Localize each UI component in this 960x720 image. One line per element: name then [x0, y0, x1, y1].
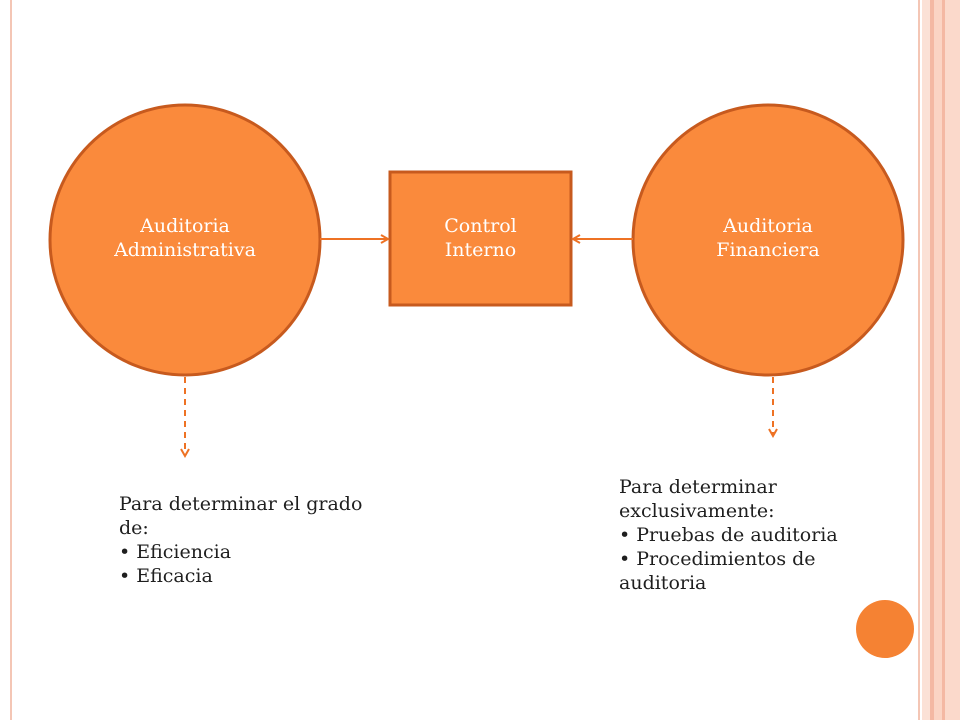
note-bullet: • Procedimientos de	[619, 548, 816, 570]
note-bullet: • Eficiencia	[119, 541, 232, 563]
note-text: Para determinar	[619, 476, 777, 498]
decorative-circle	[856, 600, 914, 658]
decorative-stripe	[934, 0, 942, 720]
label-control-interno: Control Interno	[390, 214, 571, 262]
label-line: Control	[444, 215, 517, 237]
label-line: Financiera	[716, 239, 820, 261]
label-line: Auditoria	[140, 215, 230, 237]
label-auditoria-administrativa: Auditoria Administrativa	[85, 214, 285, 262]
decorative-stripe	[922, 0, 930, 720]
slide-frame	[10, 0, 920, 720]
note-text: de:	[119, 517, 149, 539]
note-right: Para determinar exclusivamente: • Prueba…	[619, 475, 909, 595]
label-line: Auditoria	[723, 215, 813, 237]
decorative-stripe	[945, 0, 960, 720]
label-line: Administrativa	[114, 239, 256, 261]
note-bullet: • Pruebas de auditoria	[619, 524, 838, 546]
label-line: Interno	[444, 239, 517, 261]
note-text: auditoria	[619, 572, 707, 594]
note-text: Para determinar el grado	[119, 493, 363, 515]
note-bullet: • Eficacia	[119, 565, 213, 587]
decorative-stripe	[930, 0, 934, 720]
note-left: Para determinar el grado de: • Eficienci…	[119, 492, 419, 588]
decorative-stripe	[942, 0, 945, 720]
note-text: exclusivamente:	[619, 500, 775, 522]
label-auditoria-financiera: Auditoria Financiera	[668, 214, 868, 262]
